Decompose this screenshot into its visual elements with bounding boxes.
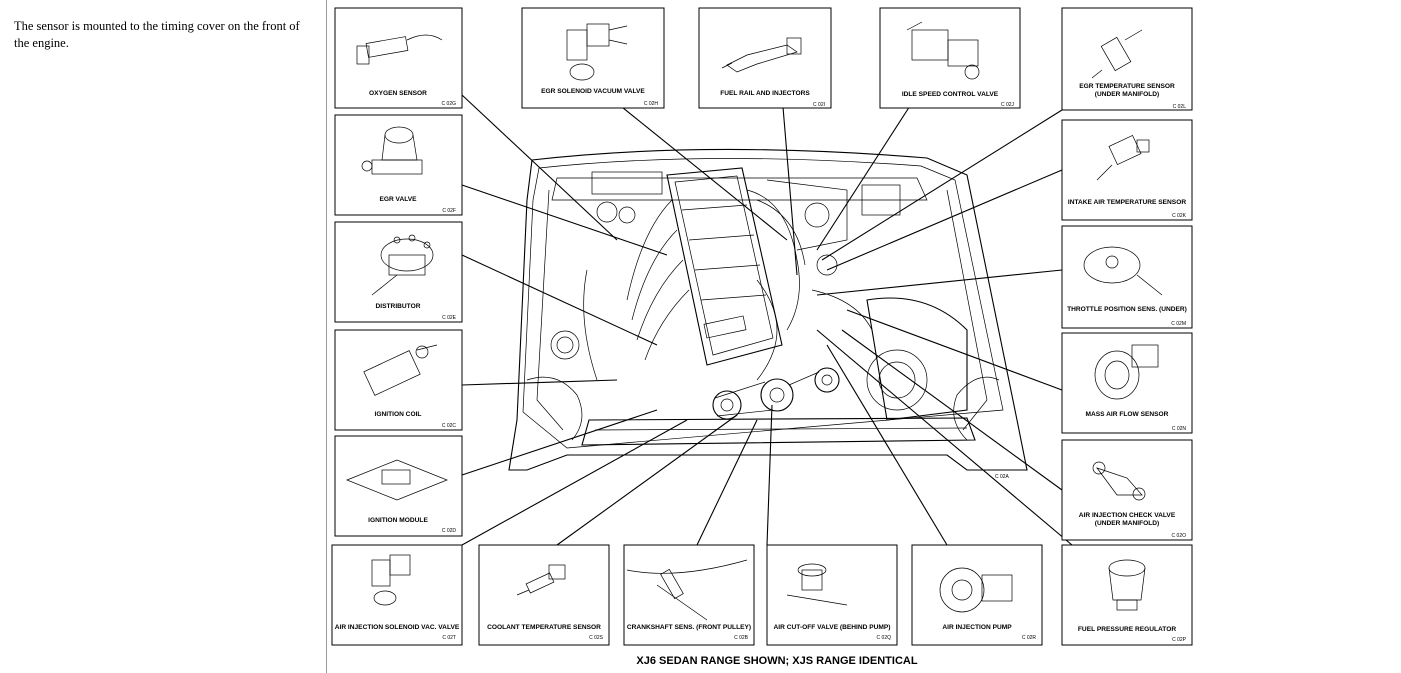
component-label: OXYGEN SENSOR <box>369 90 427 97</box>
divider <box>326 0 327 673</box>
component-air-injection-solenoid-vac-valve: AIR INJECTION SOLENOID VAC. VALVE C 02T <box>331 544 463 646</box>
idle-valve-icon <box>906 21 980 80</box>
component-intake-air-temperature-sensor: INTAKE AIR TEMPERATURE SENSOR C 02K <box>1061 119 1193 221</box>
component-code: C 02D <box>442 528 457 534</box>
maf-sensor-icon <box>1094 344 1159 400</box>
component-oxygen-sensor: OXYGEN SENSOR C 02G <box>334 7 463 109</box>
component-label: AIR CUT-OFF VALVE (BEHIND PUMP) <box>774 624 891 631</box>
component-code: C 02H <box>644 101 659 107</box>
component-ignition-coil: IGNITION COIL C 02C <box>334 329 463 431</box>
component-distributor: DISTRIBUTOR C 02E <box>334 221 463 323</box>
component-egr-valve: EGR VALVE C 02F <box>334 114 463 216</box>
component-fuel-rail-and-injectors: FUEL RAIL AND INJECTORS C 02I <box>698 7 832 109</box>
egr-temp-sensor-icon <box>1091 29 1143 79</box>
component-label: CRANKSHAFT SENS. (FRONT PULLEY) <box>627 624 751 631</box>
distributor-icon <box>371 234 434 296</box>
component-code: C 02J <box>1001 102 1015 108</box>
component-code: C 02K <box>1172 213 1187 219</box>
egr-solenoid-icon <box>566 23 628 81</box>
component-code: C 02L <box>1173 104 1187 110</box>
component-code: C 02R <box>1022 635 1037 641</box>
component-label: IDLE SPEED CONTROL VALVE <box>902 91 999 98</box>
oxygen-sensor-icon <box>356 34 443 65</box>
component-egr-solenoid-vacuum-valve: EGR SOLENOID VACUUM VALVE C 02H <box>521 7 665 109</box>
component-label: FUEL RAIL AND INJECTORS <box>720 90 810 97</box>
component-air-cut-off-valve: AIR CUT-OFF VALVE (BEHIND PUMP) C 02Q <box>766 544 898 646</box>
component-label: MASS AIR FLOW SENSOR <box>1086 411 1169 418</box>
component-label: IGNITION COIL <box>375 411 422 418</box>
component-label-secondary: (UNDER MANIFOLD) <box>1095 520 1159 527</box>
component-code: C 02B <box>734 635 749 641</box>
ignition-module-icon <box>346 459 448 501</box>
component-code: C 02P <box>1172 637 1187 643</box>
component-code: C 02I <box>813 102 825 108</box>
component-label: THROTTLE POSITION SENS. (UNDER) <box>1067 306 1187 313</box>
component-label: AIR INJECTION CHECK VALVE <box>1079 512 1176 519</box>
fuel-pressure-regulator-icon <box>1108 559 1146 611</box>
component-coolant-temperature-sensor: COOLANT TEMPERATURE SENSOR C 02S <box>478 544 610 646</box>
component-air-injection-pump: AIR INJECTION PUMP C 02R <box>911 544 1043 646</box>
engine-code: C 02A <box>995 474 1010 480</box>
component-label: DISTRIBUTOR <box>376 303 421 310</box>
component-label: AIR INJECTION SOLENOID VAC. VALVE <box>335 624 460 631</box>
check-valve-icon <box>1092 461 1146 501</box>
component-label: EGR SOLENOID VACUUM VALVE <box>541 88 645 95</box>
component-idle-speed-control-valve: IDLE SPEED CONTROL VALVE C 02J <box>879 7 1021 109</box>
component-egr-temperature-sensor: EGR TEMPERATURE SENSOR (UNDER MANIFOLD) … <box>1061 7 1193 111</box>
egr-valve-icon <box>361 126 423 175</box>
component-code: C 02G <box>442 101 457 107</box>
coolant-sensor-icon <box>516 564 566 596</box>
component-code: C 02E <box>442 315 457 321</box>
component-ignition-module: IGNITION MODULE C 02D <box>334 435 463 537</box>
component-fuel-pressure-regulator: FUEL PRESSURE REGULATOR C 02P <box>1061 544 1193 646</box>
component-code: C 02Q <box>877 635 892 641</box>
component-crankshaft-sensor: CRANKSHAFT SENS. (FRONT PULLEY) C 02B <box>623 544 755 646</box>
component-label-secondary: (UNDER MANIFOLD) <box>1095 91 1159 98</box>
component-throttle-position-sensor: THROTTLE POSITION SENS. (UNDER) C 02M <box>1061 225 1193 329</box>
throttle-sensor-icon <box>1083 246 1163 296</box>
leader-lines <box>461 94 1073 546</box>
air-cutoff-valve-icon <box>786 563 848 606</box>
air-solenoid-icon <box>371 554 411 606</box>
air-pump-icon <box>939 567 1013 613</box>
engine-component-diagram: C 02A OXYGEN SENSOR C 02G <box>331 7 1193 667</box>
engine-bay: C 02A <box>508 148 1028 480</box>
crankshaft-sensor-icon <box>626 559 748 621</box>
component-code: C 02S <box>589 635 604 641</box>
component-code: C 02O <box>1172 533 1187 539</box>
component-label: EGR VALVE <box>379 196 417 203</box>
component-label: COOLANT TEMPERATURE SENSOR <box>487 624 601 631</box>
fuel-injector-icon <box>721 37 802 73</box>
component-label: AIR INJECTION PUMP <box>942 624 1012 631</box>
diagram-footer: XJ6 SEDAN RANGE SHOWN; XJS RANGE IDENTIC… <box>636 655 917 667</box>
component-code: C 02F <box>442 208 456 214</box>
component-code: C 02M <box>1171 321 1186 327</box>
component-label: FUEL PRESSURE REGULATOR <box>1078 626 1176 633</box>
component-label: EGR TEMPERATURE SENSOR <box>1079 83 1175 90</box>
intake-air-sensor-icon <box>1096 134 1150 181</box>
component-code: C 02N <box>1172 426 1187 432</box>
caption-text: The sensor is mounted to the timing cove… <box>14 19 300 50</box>
ignition-coil-icon <box>363 344 438 396</box>
component-mass-air-flow-sensor: MASS AIR FLOW SENSOR C 02N <box>1061 332 1193 434</box>
component-label: INTAKE AIR TEMPERATURE SENSOR <box>1068 199 1186 206</box>
component-air-injection-check-valve: AIR INJECTION CHECK VALVE (UNDER MANIFOL… <box>1061 439 1193 541</box>
component-label: IGNITION MODULE <box>368 517 428 524</box>
component-code: C 02T <box>442 635 456 641</box>
component-code: C 02C <box>442 423 457 429</box>
